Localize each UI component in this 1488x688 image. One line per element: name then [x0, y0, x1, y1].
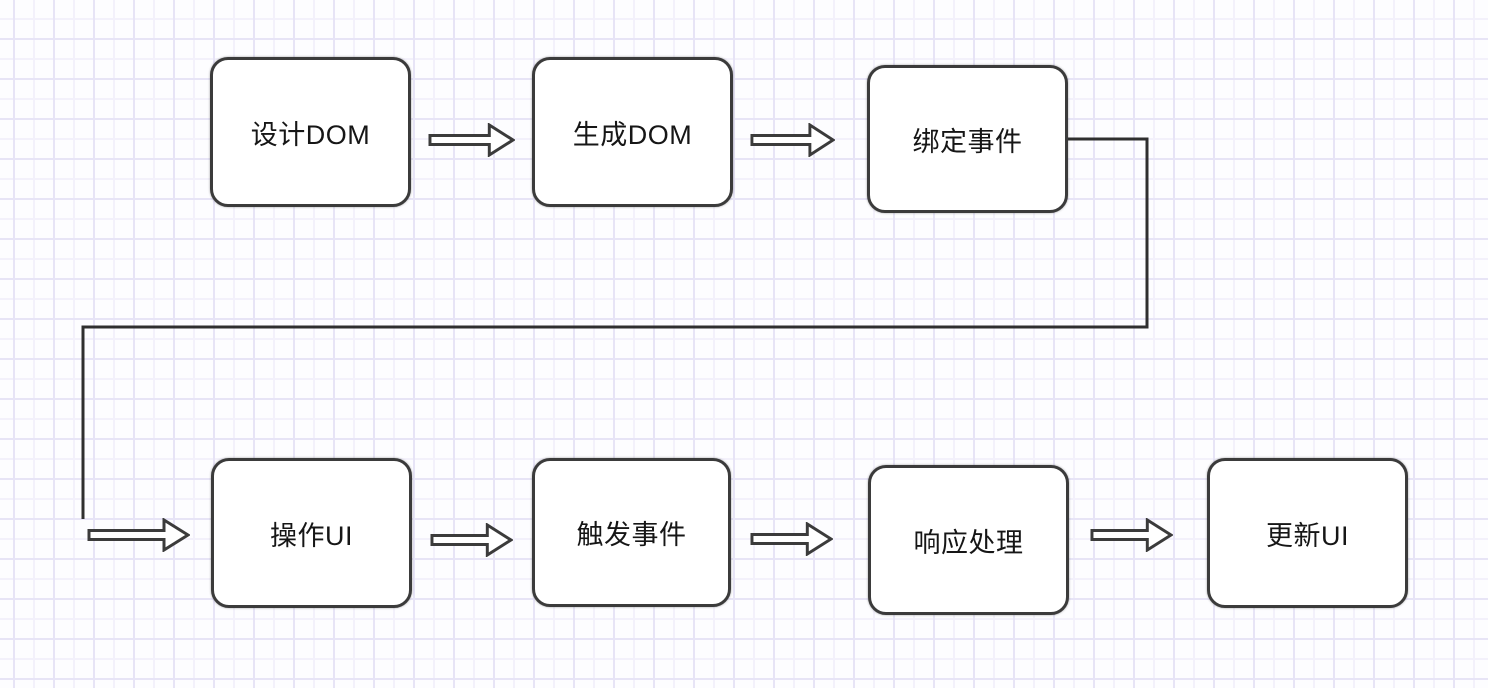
node-response-handle[interactable]: 响应处理 — [868, 465, 1069, 615]
node-bind-event[interactable]: 绑定事件 — [867, 65, 1068, 213]
node-operate-ui[interactable]: 操作UI — [211, 458, 412, 608]
block-arrow-icon[interactable] — [750, 522, 833, 556]
node-label: 更新UI — [1266, 520, 1349, 551]
block-arrow-icon[interactable] — [1090, 518, 1173, 552]
block-arrow-icon[interactable] — [430, 523, 513, 557]
node-trigger-event[interactable]: 触发事件 — [532, 458, 731, 607]
block-arrow-icon[interactable] — [428, 123, 515, 157]
node-label: 触发事件 — [576, 520, 687, 550]
node-design-dom[interactable]: 设计DOM — [210, 57, 411, 207]
block-arrow-icon[interactable] — [750, 123, 835, 157]
node-label: 操作UI — [270, 520, 353, 551]
node-label: 响应处理 — [913, 527, 1024, 558]
node-update-ui[interactable]: 更新UI — [1207, 458, 1408, 608]
node-label: 生成DOM — [572, 119, 693, 150]
node-label: 绑定事件 — [912, 126, 1023, 157]
node-generate-dom[interactable]: 生成DOM — [532, 57, 733, 207]
node-label: 设计DOM — [250, 119, 371, 150]
block-arrow-icon[interactable] — [87, 518, 190, 552]
